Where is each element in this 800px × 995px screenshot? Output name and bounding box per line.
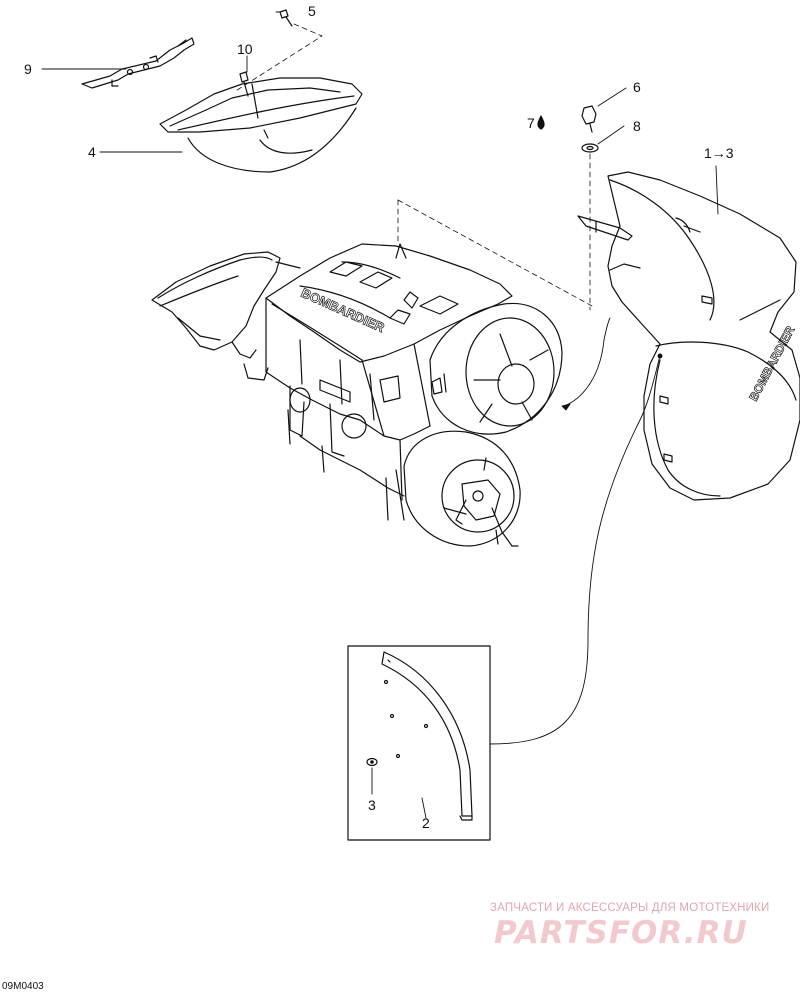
part-5-screw [279,9,293,27]
callout-1-3-range: 1→3 [704,145,734,161]
inset-box [347,645,491,841]
assembly-dashed-lines [233,23,593,311]
callout-3: 3 [368,797,376,813]
silencer-base [151,251,301,381]
fan-housing-brand-text: BOMBARDIER [746,324,797,404]
callout-4: 4 [88,144,96,160]
part-3-rivet [366,757,378,767]
callout-8: 8 [633,118,641,134]
callout-2: 2 [422,815,430,831]
recoil-starter [403,430,521,547]
figure-code: 09M0403 [2,981,44,992]
callout-10: 10 [237,41,253,57]
part-7-loctite-icon [537,115,545,130]
callout-6: 6 [633,79,641,95]
part-9-bracket [81,37,195,89]
watermark-tagline: ЗАПЧАСТИ И АКСЕССУАРЫ ДЛЯ МОТОТЕХНИКИ [490,902,770,914]
callout-7: 7 [527,115,535,131]
inset-connector [489,317,663,745]
watermark-brand: PARTSFOR.RU [494,915,748,951]
part-2-plate [381,651,473,821]
part-10-screw [239,71,249,97]
engine-block [265,243,513,521]
part-1-fan-housing [577,171,800,501]
callout-5: 5 [308,3,316,19]
callout-9: 9 [24,61,32,77]
part-8-washer [581,143,599,153]
part-4-silencer-cover [159,77,363,173]
engine-pulley [429,302,563,435]
leader-lines [41,11,719,819]
part-6-bolt [581,105,597,133]
